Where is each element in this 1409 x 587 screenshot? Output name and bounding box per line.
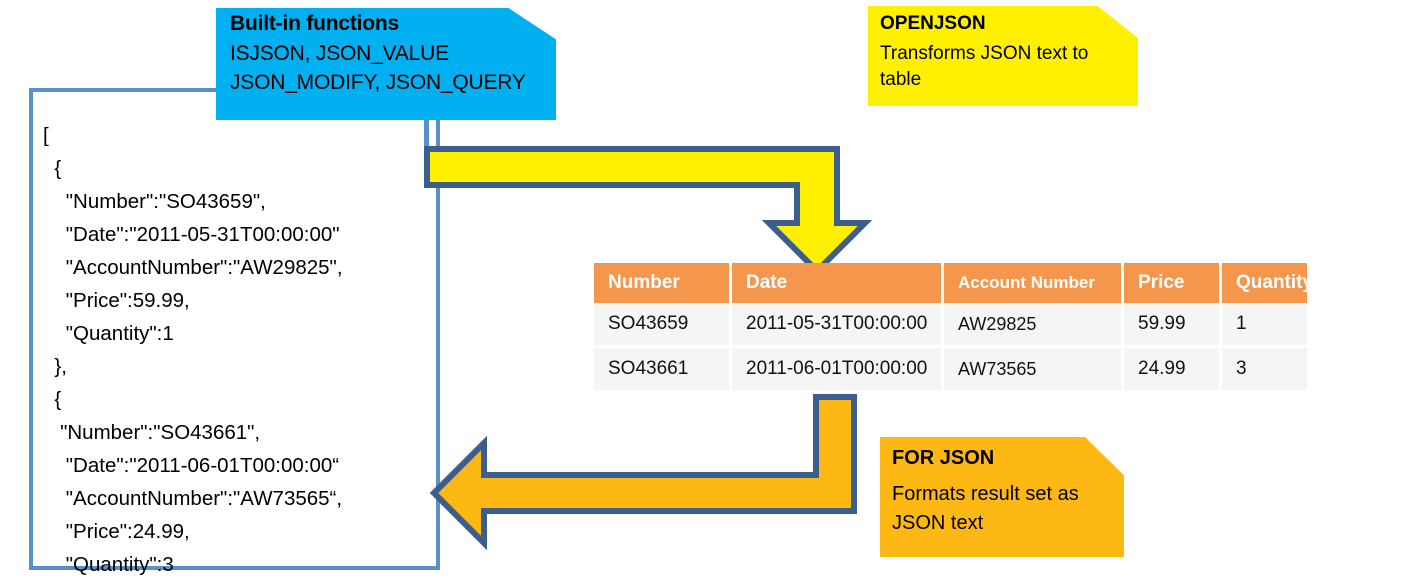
cell-quantity: 1 bbox=[1222, 303, 1307, 348]
table-header-row: Number Date Account Number Price Quantit… bbox=[594, 263, 1313, 303]
cell-account-number: AW29825 bbox=[944, 303, 1124, 348]
cell-account-number: AW73565 bbox=[944, 348, 1124, 393]
cell-number: SO43661 bbox=[594, 348, 732, 393]
cell-quantity: 3 bbox=[1222, 348, 1307, 393]
table-row: SO43659 2011-05-31T00:00:00 AW29825 59.9… bbox=[594, 303, 1307, 348]
table-row: SO43661 2011-06-01T00:00:00 AW73565 24.9… bbox=[594, 348, 1307, 393]
result-table: Number Date Account Number Price Quantit… bbox=[594, 263, 1313, 393]
json-document-text: [ { "Number":"SO43659", "Date":"2011-05-… bbox=[43, 123, 343, 587]
callout-openjson-body: Transforms JSON text to table bbox=[880, 43, 1089, 90]
cell-price: 59.99 bbox=[1124, 303, 1222, 348]
callout-for-json-title: FOR JSON bbox=[892, 447, 995, 469]
table-header-quantity[interactable]: Quantity bbox=[1222, 263, 1313, 303]
table-header-number[interactable]: Number bbox=[594, 263, 732, 303]
callout-openjson: OPENJSON Transforms JSON text to table bbox=[868, 6, 1138, 106]
table-header-account-number[interactable]: Account Number bbox=[944, 263, 1124, 303]
callout-for-json-body: Formats result set as JSON text bbox=[892, 483, 1079, 534]
table-header-date[interactable]: Date bbox=[732, 263, 944, 303]
callout-builtin-functions-title: Built-in functions bbox=[230, 12, 400, 35]
cell-date: 2011-05-31T00:00:00 bbox=[732, 303, 944, 348]
table-header-price[interactable]: Price bbox=[1124, 263, 1222, 303]
callout-builtin-functions-body: ISJSON, JSON_VALUE JSON_MODIFY, JSON_QUE… bbox=[230, 42, 526, 94]
builtin-functions-connector bbox=[424, 120, 429, 160]
callout-builtin-functions: Built-in functions ISJSON, JSON_VALUE JS… bbox=[216, 8, 556, 120]
cell-price: 24.99 bbox=[1124, 348, 1222, 393]
callout-openjson-title: OPENJSON bbox=[880, 13, 986, 34]
callout-for-json: FOR JSON Formats result set as JSON text bbox=[880, 437, 1124, 557]
yellow-elbow-arrow-down-icon bbox=[424, 146, 873, 276]
cell-number: SO43659 bbox=[594, 303, 732, 348]
cell-date: 2011-06-01T00:00:00 bbox=[732, 348, 944, 393]
orange-elbow-arrow-left-icon bbox=[429, 394, 857, 551]
json-document-box: [ { "Number":"SO43659", "Date":"2011-05-… bbox=[29, 88, 440, 587]
